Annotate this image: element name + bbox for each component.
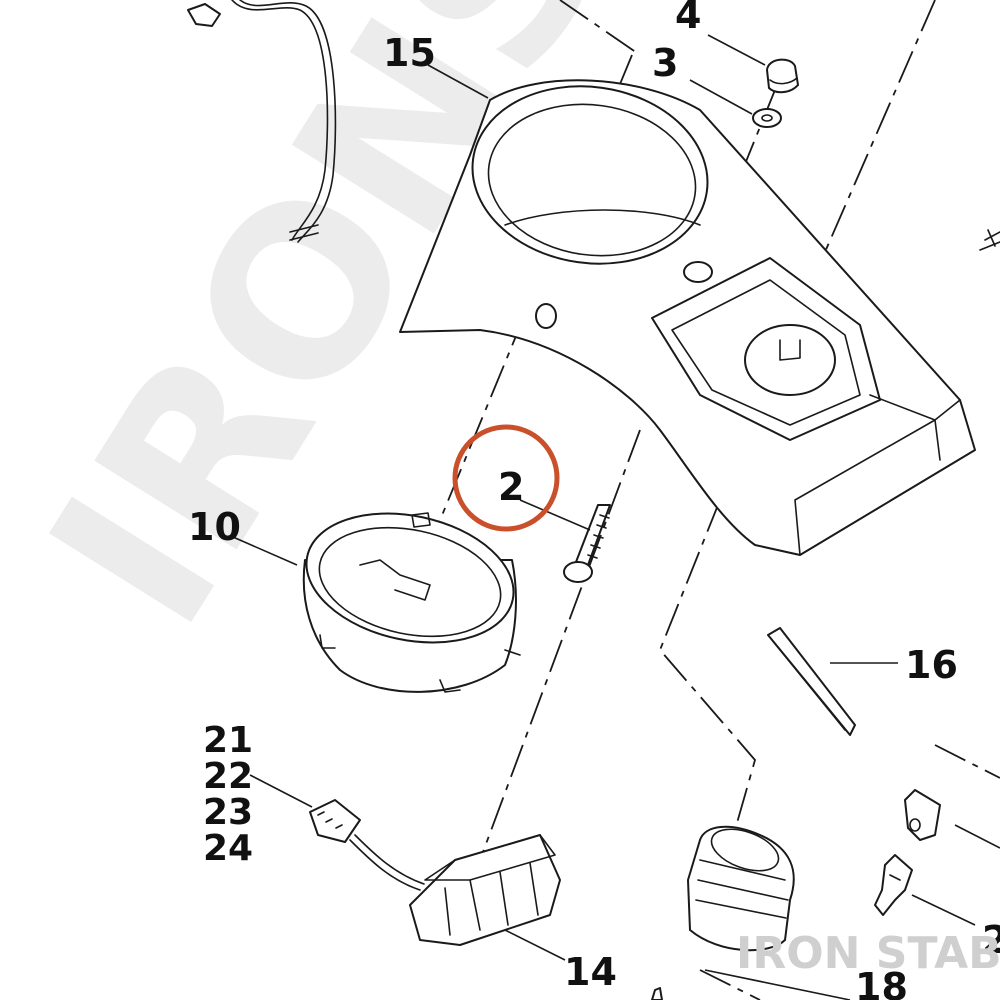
lens-strip-part-16: [767, 627, 856, 736]
washer-part-3: [752, 108, 782, 128]
ignition-switch-part-18: [687, 825, 795, 952]
callout-23: 23: [203, 792, 253, 833]
gauge-opening: [471, 85, 709, 265]
switch-block-top: [424, 834, 556, 881]
key-fob: [904, 789, 941, 841]
gauge-rim: [504, 209, 701, 226]
callout-15: 15: [383, 31, 436, 75]
harness-wire-2: [354, 834, 425, 885]
leader-18: [704, 969, 851, 1000]
wire-2: [239, 0, 337, 243]
gauge-cup-part-10: [302, 512, 521, 693]
console-housing-part-15: [399, 79, 976, 556]
cup-rim-inner: [318, 526, 502, 638]
callout-21: 21: [203, 720, 253, 761]
ignition-hole: [744, 324, 836, 396]
leader-3: [689, 79, 753, 115]
leader-lines: [232, 34, 1000, 1000]
switch-recess-inner: [671, 279, 861, 426]
highlight-circle: [452, 424, 560, 532]
lens-strip: [767, 627, 856, 736]
washer-hole: [761, 114, 773, 122]
switch-block-part-14: [409, 834, 561, 946]
leader-key: [911, 894, 976, 926]
harness-connector-detail: [317, 811, 343, 829]
callout-labels: 4 3 15 2 10 16 21 22 23 24 14 18 2: [188, 0, 1000, 1000]
cup-inner-clip: [359, 559, 431, 601]
mount-hole-left: [535, 303, 557, 329]
key-detail: [889, 874, 901, 881]
cup-tab: [411, 512, 431, 528]
lens-strip-edge: [771, 639, 846, 731]
callout-10: 10: [188, 505, 241, 549]
leader-14: [504, 929, 566, 961]
axis-line-lower-right: [934, 744, 1000, 779]
key: [874, 854, 913, 916]
callout-2: 2: [498, 465, 524, 509]
leader-fob: [954, 824, 1000, 849]
callout-14: 14: [564, 950, 617, 994]
corner-watermark: IRON STABLE: [736, 928, 1000, 979]
screw-threads: [587, 514, 610, 559]
leader-15: [427, 64, 489, 99]
axis-line-bolt: [479, 429, 641, 861]
callout-18: 18: [855, 965, 908, 1000]
screw-part-2: [563, 504, 611, 583]
ignition-body: [687, 825, 795, 952]
wire-harness-part-21-24: [309, 799, 425, 891]
switch-block-ribs: [444, 862, 539, 936]
acorn-nut: [766, 58, 799, 94]
harness-connector: [309, 799, 361, 843]
leader-2: [519, 499, 591, 531]
connector-plug: [187, 3, 221, 27]
housing-bevel: [794, 394, 961, 556]
wire: [231, 0, 329, 241]
acorn-nut-detail: [769, 77, 798, 85]
leader-4: [707, 34, 766, 66]
screw-head: [563, 561, 593, 583]
leader-10: [232, 536, 298, 566]
clip-partial: [979, 229, 1000, 251]
axis-line-top-left: [559, 0, 641, 56]
bottom-pin: [651, 987, 663, 1000]
washer: [752, 108, 782, 128]
cup-foot: [319, 634, 521, 693]
ignition-ribs: [695, 859, 789, 919]
wire-harness-top: [187, 0, 337, 243]
ignition-slot: [779, 339, 801, 361]
leader-21-24: [249, 774, 313, 808]
harness-wire: [349, 839, 421, 891]
acorn-nut-part-4: [766, 58, 799, 94]
callout-4: 4: [675, 0, 701, 37]
axis-line-bottom: [699, 969, 761, 1000]
callout-16: 16: [905, 643, 958, 687]
gauge-opening-inner: [487, 103, 697, 257]
callout-2-partial: 2: [982, 918, 1000, 962]
key-parts: [651, 229, 1000, 1000]
key-fob-hole: [909, 818, 921, 832]
ignition-face: [710, 828, 780, 872]
callout-24: 24: [203, 828, 253, 869]
axis-line-switch: [658, 499, 756, 831]
mount-hole-right: [683, 261, 713, 283]
callout-3: 3: [652, 41, 678, 85]
callout-22: 22: [203, 756, 253, 797]
wire-end: [289, 224, 319, 241]
